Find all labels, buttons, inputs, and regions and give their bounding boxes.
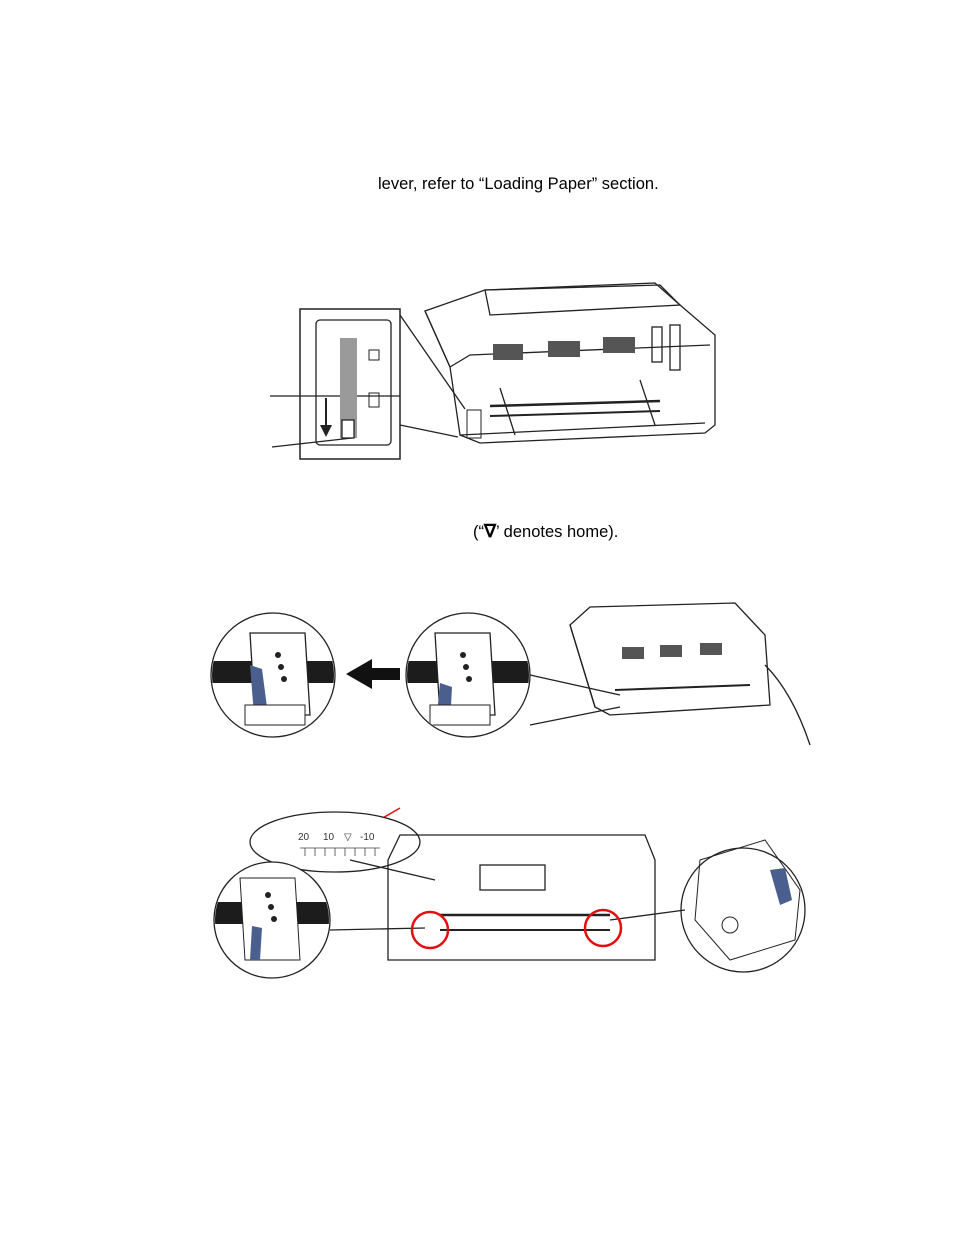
arrow-down-icon <box>320 398 332 437</box>
home-symbol-icon: ∇ <box>484 521 497 541</box>
lever-slot <box>340 338 357 438</box>
lever-blue <box>250 665 268 715</box>
instruction-text-2: (“∇’ denotes home). <box>473 521 618 542</box>
highlight-right <box>583 908 623 948</box>
figure-home-scale: 20 10 ▽ -10 <box>213 807 806 979</box>
quote-open: (“ <box>473 523 484 541</box>
arrow-left-icon <box>346 659 400 689</box>
scale-label-20: 20 <box>298 832 310 843</box>
scale-callout <box>249 811 421 873</box>
figure-tractor-lever-move <box>210 602 811 746</box>
highlight-left <box>410 910 450 950</box>
lever-knob <box>341 419 355 439</box>
scale-label-10: 10 <box>323 832 335 843</box>
scale-label-minus10: -10 <box>360 832 375 843</box>
figure-printer-rear-lever <box>270 282 716 460</box>
instruction-text-1: lever, refer to “Loading Paper” section. <box>378 175 659 193</box>
triangle-down-icon: ▽ <box>344 832 352 843</box>
quote-close: ’ denotes home). <box>496 523 619 541</box>
